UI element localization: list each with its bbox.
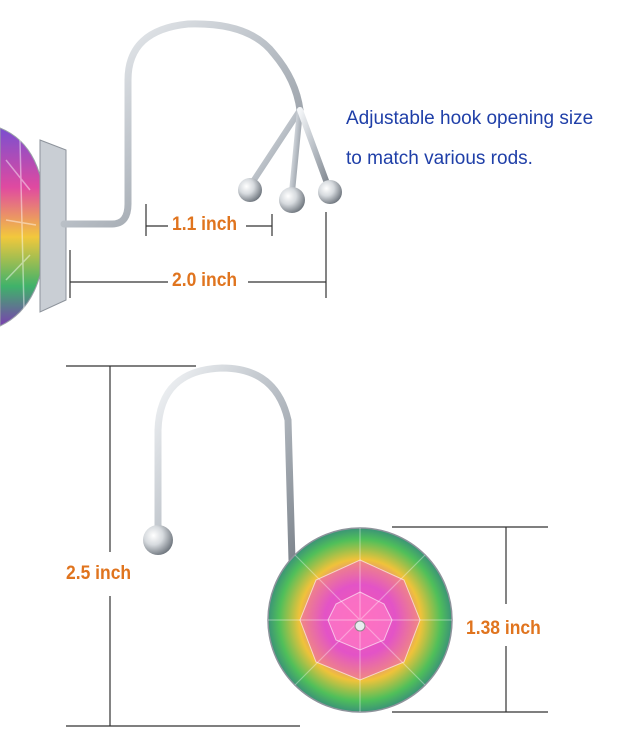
ball-end-3 (318, 180, 342, 204)
top-hook (60, 20, 342, 228)
height-dimension-label: 2.5 inch (66, 563, 132, 584)
adjustable-note-line-1: Adjustable hook opening size (346, 108, 594, 129)
crystal-diameter-label: 1.38 inch (466, 618, 541, 639)
bottom-hook (143, 364, 296, 564)
width-dimension-label: 2.0 inch (172, 270, 238, 291)
ball-end (143, 525, 173, 555)
opening-dimension-label: 1.1 inch (172, 214, 238, 235)
ball-end-2 (279, 187, 305, 213)
front-crystal (267, 527, 453, 713)
bottom-dimension-lines (66, 365, 548, 727)
side-crystal (0, 127, 67, 327)
ball-end-1 (238, 178, 262, 202)
adjustable-note-line-2: to match various rods. (346, 148, 533, 169)
top-dimension-lines (69, 204, 327, 298)
